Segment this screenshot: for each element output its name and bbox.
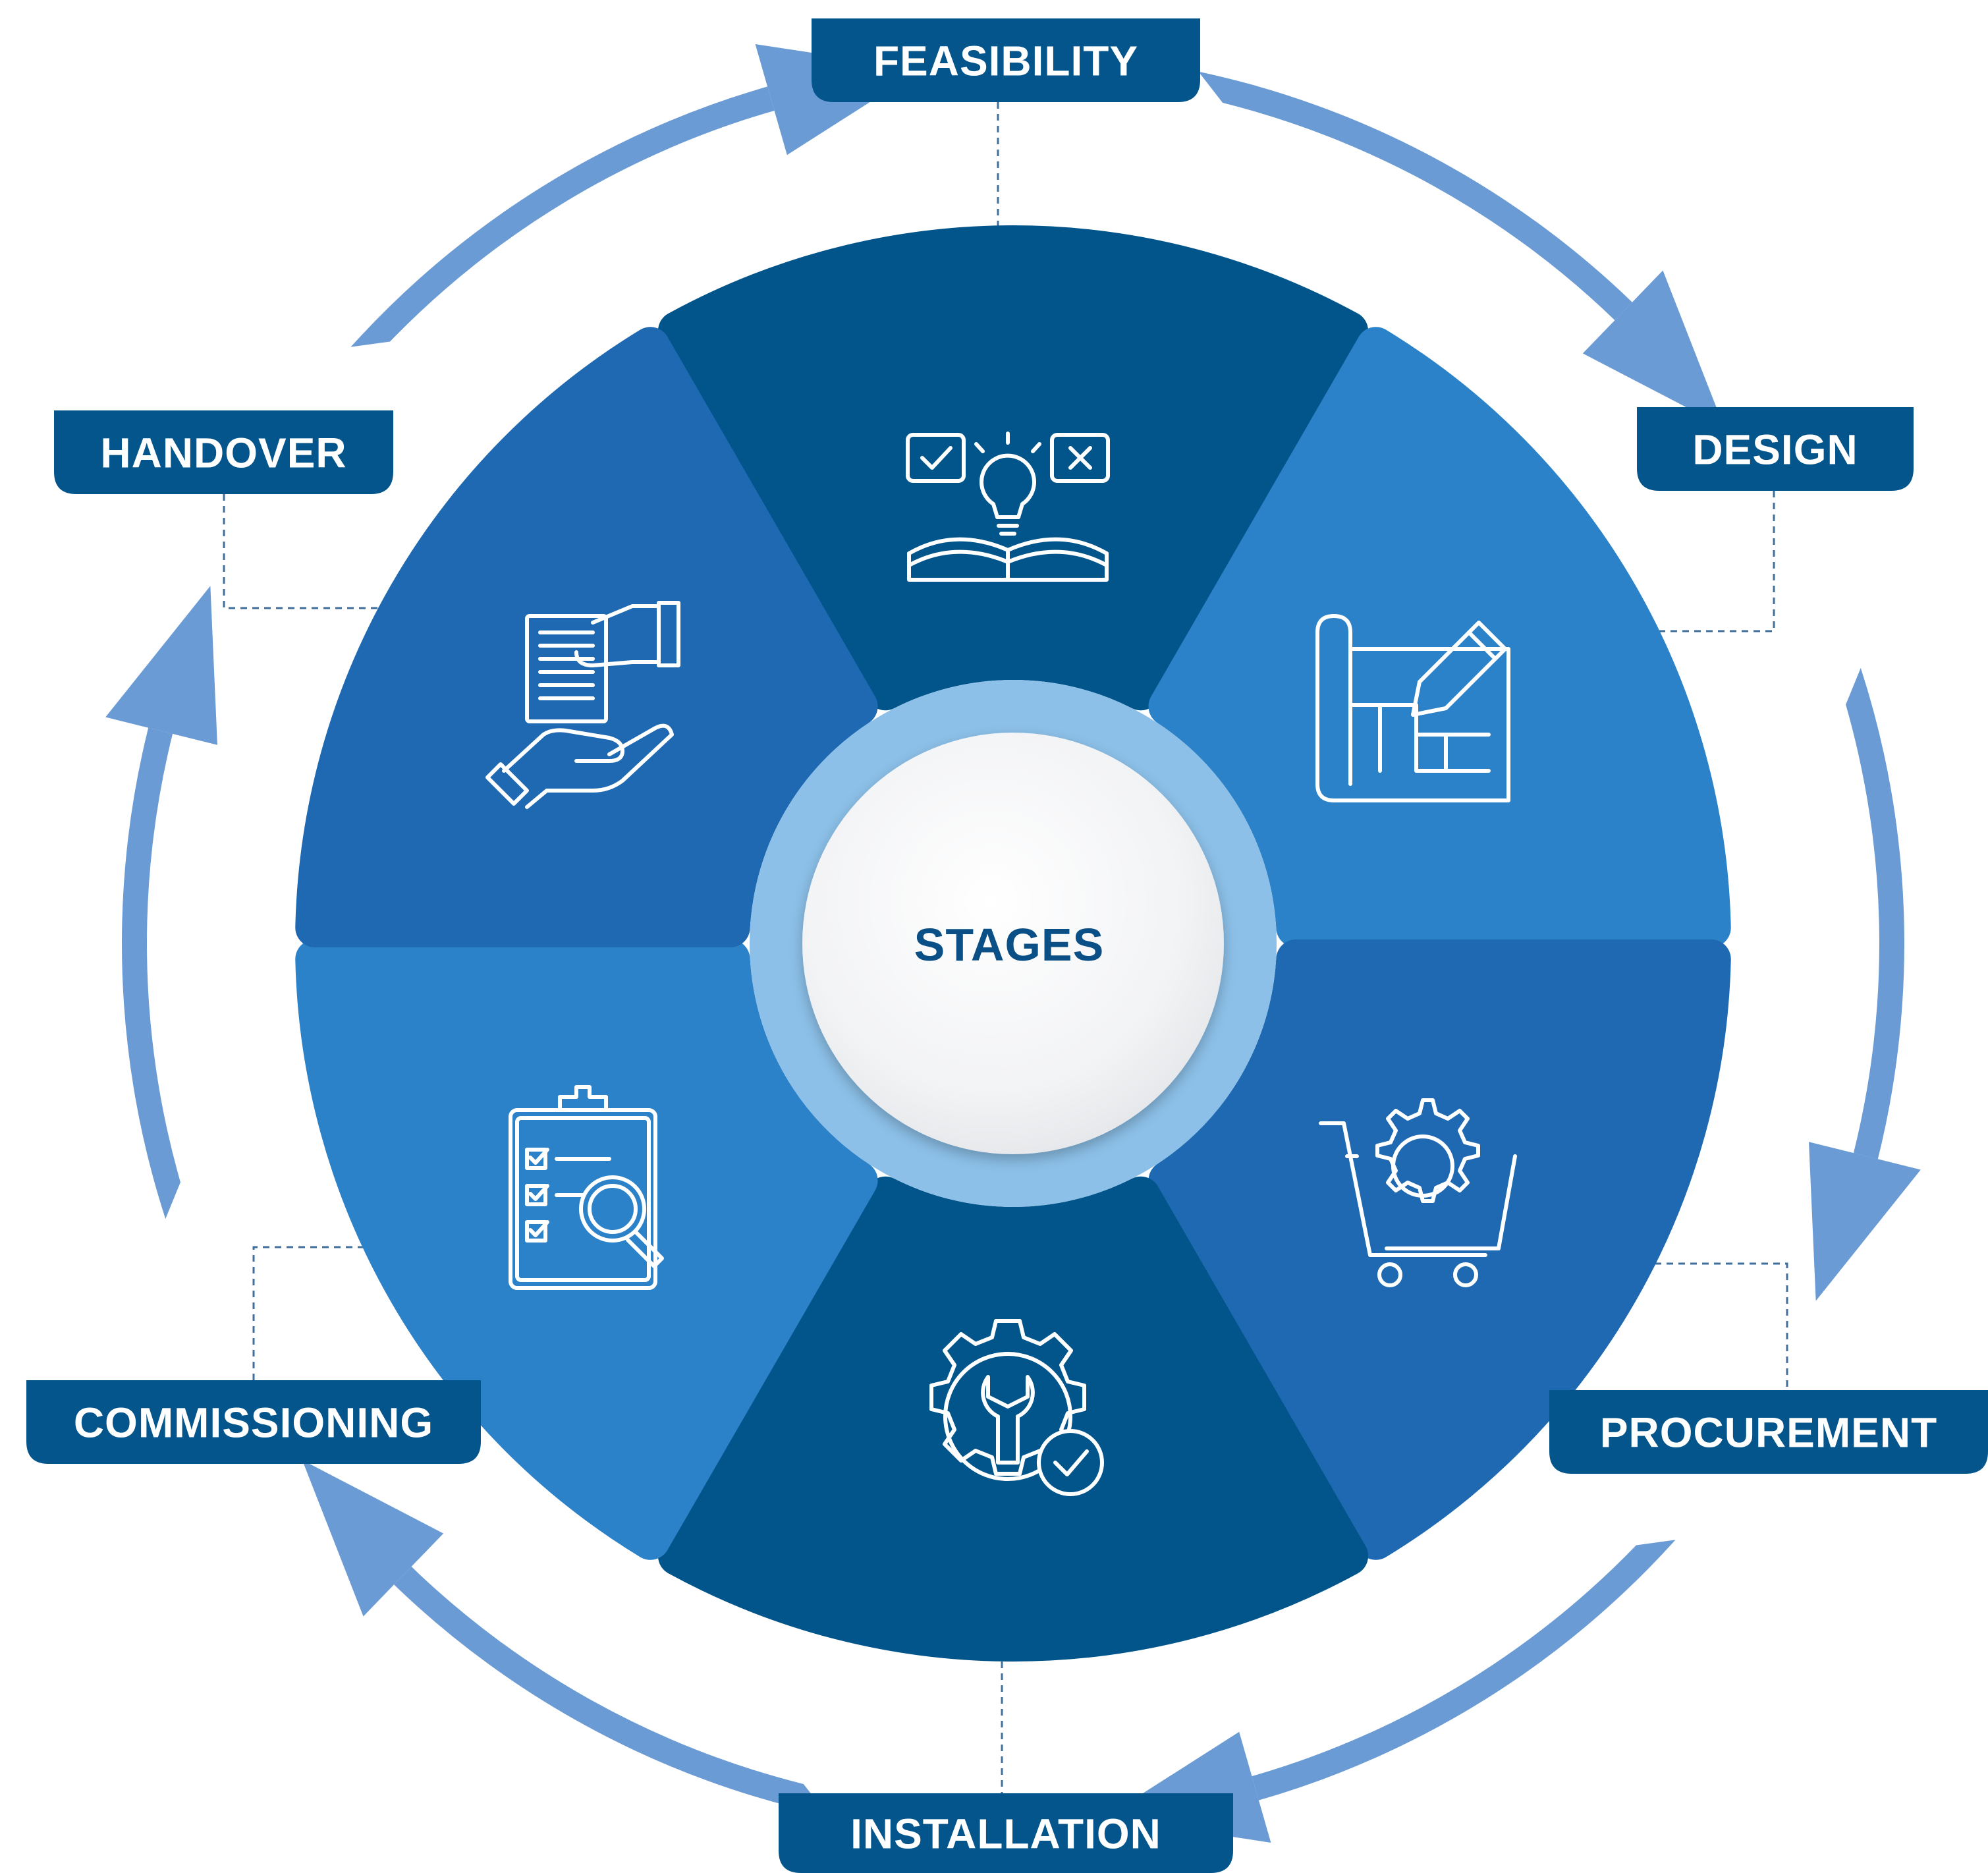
label-installation: INSTALLATION bbox=[779, 1793, 1233, 1873]
checklist-magnifier-icon bbox=[509, 1085, 664, 1290]
label-text: PROCUREMENT bbox=[1600, 1409, 1937, 1457]
cycle-arrow-body bbox=[122, 727, 180, 1219]
segment-installation bbox=[657, 1176, 1369, 1662]
cart-gear-icon bbox=[1319, 1098, 1517, 1287]
label-text: FEASIBILITY bbox=[873, 38, 1138, 85]
connector-procurement bbox=[1597, 1262, 1788, 1387]
center-label: STAGES bbox=[914, 919, 1105, 970]
label-box bbox=[812, 18, 1200, 102]
segment-feasibility bbox=[657, 225, 1369, 711]
stage-labels: FEASIBILITY DESIGN PROCUREMENT INSTALLATION… bbox=[26, 18, 1988, 1873]
cycle-arrow-head bbox=[105, 586, 217, 745]
segment-commissioning bbox=[295, 939, 878, 1560]
center-hub: STAGES bbox=[750, 680, 1277, 1207]
stage-icons bbox=[485, 432, 1517, 1496]
gear-wrench-check-icon bbox=[929, 1319, 1104, 1496]
label-box bbox=[779, 1793, 1233, 1873]
cycle-arrow-head bbox=[1809, 1142, 1921, 1301]
stage-segments bbox=[295, 225, 1731, 1662]
label-procurement: PROCUREMENT bbox=[1549, 1390, 1988, 1474]
connector-commissioning bbox=[252, 1246, 412, 1380]
book-idea-icon bbox=[906, 432, 1110, 582]
label-text: HANDOVER bbox=[100, 430, 346, 477]
cycle-arrow-body bbox=[1198, 71, 1632, 321]
center-circle bbox=[802, 733, 1224, 1154]
connector-handover bbox=[223, 494, 438, 609]
cycle-arrow-body bbox=[1846, 667, 1904, 1160]
cycle-arrow-head bbox=[302, 1460, 444, 1617]
hand-document-icon bbox=[485, 601, 680, 809]
label-text: DESIGN bbox=[1692, 426, 1858, 474]
label-box bbox=[1549, 1390, 1988, 1474]
blueprint-pencil-icon bbox=[1315, 614, 1510, 802]
label-box bbox=[1637, 407, 1914, 491]
segment-handover bbox=[295, 327, 878, 948]
label-handover: HANDOVER bbox=[54, 410, 393, 494]
cycle-arrow-body bbox=[1252, 1540, 1676, 1801]
label-box bbox=[54, 410, 393, 494]
label-text: COMMISSIONING bbox=[74, 1399, 433, 1447]
label-design: DESIGN bbox=[1637, 407, 1914, 491]
cycle-arrow-body bbox=[394, 1566, 828, 1816]
cycle-arrow-body bbox=[350, 86, 775, 347]
label-box bbox=[26, 1380, 481, 1464]
segment-design bbox=[1148, 327, 1731, 948]
cycle-arrow-head bbox=[1582, 270, 1725, 427]
label-commissioning: COMMISSIONING bbox=[26, 1380, 481, 1464]
label-feasibility: FEASIBILITY bbox=[812, 18, 1200, 102]
label-text: INSTALLATION bbox=[850, 1810, 1161, 1858]
